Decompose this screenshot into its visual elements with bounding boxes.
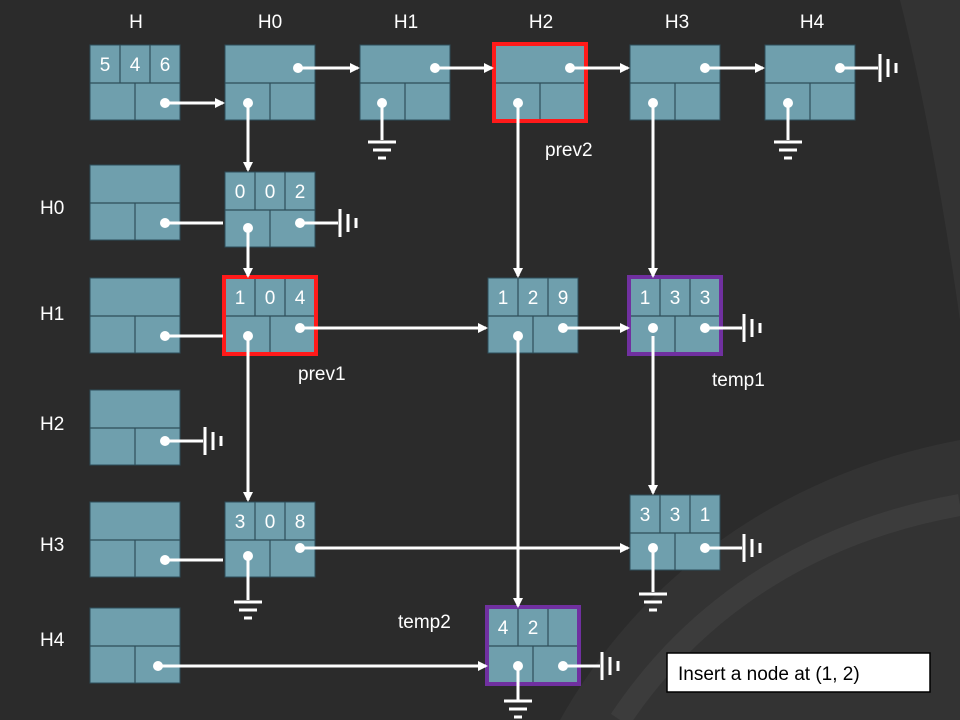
ground-symbol-icon bbox=[600, 652, 620, 680]
node-1-3-3: 1 3 3 bbox=[627, 275, 723, 356]
node-3-3-1-val: 1 bbox=[700, 505, 711, 526]
col-header-h0: H0 bbox=[258, 12, 282, 33]
head-node-value-0: 5 bbox=[100, 55, 111, 76]
node-0-0-2-val: 2 bbox=[295, 182, 306, 203]
head-node-value-2: 6 bbox=[160, 55, 171, 76]
prev2-highlight bbox=[492, 42, 588, 123]
node-1-3-3-col: 3 bbox=[670, 288, 681, 309]
row-head-node-h4 bbox=[89, 607, 181, 684]
node-1-3-3-val: 3 bbox=[700, 288, 711, 309]
temp1-highlight bbox=[627, 275, 723, 356]
ground-symbol-icon bbox=[639, 592, 667, 612]
ground-symbol-icon bbox=[742, 534, 762, 562]
ground-symbol-icon bbox=[774, 140, 802, 160]
col-head-node-h4 bbox=[764, 44, 856, 121]
caption-text: Insert a node at (1, 2) bbox=[678, 664, 860, 685]
node-1-2-9-row: 1 bbox=[498, 288, 509, 309]
node-0-0-2-row: 0 bbox=[235, 182, 246, 203]
row-head-node-h1 bbox=[89, 277, 181, 354]
pointer-arrows bbox=[158, 63, 878, 700]
ground-symbol-icon bbox=[504, 699, 532, 719]
column-headers: H H0 H1 H2 H3 H4 bbox=[129, 12, 824, 33]
ground-symbol-icon bbox=[742, 314, 762, 342]
row-headers: H0 H1 H2 H3 H4 bbox=[40, 198, 65, 651]
node-1-2-9: 1 2 9 bbox=[487, 277, 579, 354]
col-header-h2: H2 bbox=[529, 12, 553, 33]
ground-symbol-icon bbox=[338, 209, 358, 237]
node-1-0-4-val: 4 bbox=[295, 288, 306, 309]
ground-symbol-icon bbox=[234, 600, 262, 620]
temp2-highlight bbox=[485, 605, 581, 686]
col-header-h: H bbox=[129, 12, 143, 33]
label-temp1: temp1 bbox=[712, 370, 765, 391]
col-header-h1: H1 bbox=[394, 12, 418, 33]
node-3-3-1-row: 3 bbox=[640, 505, 651, 526]
node-3-0-8-col: 0 bbox=[265, 512, 276, 533]
label-temp2: temp2 bbox=[398, 612, 451, 633]
row-header-h1: H1 bbox=[40, 304, 64, 325]
col-head-node-h1 bbox=[359, 44, 451, 121]
node-4-2: 4 2 bbox=[485, 605, 581, 686]
node-1-0-4: 1 0 4 bbox=[222, 275, 318, 356]
node-0-0-2: 0 0 2 bbox=[224, 171, 316, 248]
label-prev1: prev1 bbox=[298, 364, 346, 385]
row-header-h4: H4 bbox=[40, 630, 65, 651]
row-head-node-h0 bbox=[89, 164, 181, 241]
node-4-2-row: 4 bbox=[498, 618, 509, 639]
ground-symbols-right bbox=[203, 54, 898, 680]
prev1-highlight bbox=[222, 275, 318, 356]
col-header-h3: H3 bbox=[665, 12, 689, 33]
node-1-2-9-val: 9 bbox=[558, 288, 569, 309]
col-head-node-h2 bbox=[492, 42, 588, 123]
node-1-0-4-row: 1 bbox=[235, 288, 246, 309]
node-1-0-4-col: 0 bbox=[265, 288, 276, 309]
col-head-node-h3 bbox=[629, 44, 721, 121]
row-head-node-h2 bbox=[89, 389, 181, 466]
row-header-h3: H3 bbox=[40, 535, 64, 556]
head-node-value-1: 4 bbox=[130, 55, 141, 76]
row-header-h2: H2 bbox=[40, 414, 64, 435]
caption-box: Insert a node at (1, 2) bbox=[666, 652, 931, 693]
row-head-node-h3 bbox=[89, 501, 181, 578]
ground-symbols-down bbox=[234, 140, 802, 719]
ground-symbol-icon bbox=[203, 427, 223, 455]
col-header-h4: H4 bbox=[800, 12, 825, 33]
ground-symbol-icon bbox=[878, 54, 898, 82]
node-4-2-col: 2 bbox=[528, 618, 539, 639]
background-decoration bbox=[560, 0, 960, 720]
node-3-3-1: 3 3 1 bbox=[629, 494, 721, 571]
node-3-3-1-col: 3 bbox=[670, 505, 681, 526]
ground-symbol-icon bbox=[368, 140, 396, 160]
row-header-h0: H0 bbox=[40, 198, 64, 219]
head-node: 5 4 6 bbox=[89, 44, 181, 121]
pointer-labels: prev2 prev1 temp1 temp2 bbox=[298, 140, 765, 633]
node-3-0-8-row: 3 bbox=[235, 512, 246, 533]
node-0-0-2-col: 0 bbox=[265, 182, 276, 203]
node-1-3-3-row: 1 bbox=[640, 288, 651, 309]
node-3-0-8-val: 8 bbox=[295, 512, 306, 533]
node-3-0-8: 3 0 8 bbox=[224, 501, 316, 578]
label-prev2: prev2 bbox=[545, 140, 593, 161]
pointer-dots bbox=[153, 63, 845, 671]
node-1-2-9-col: 2 bbox=[528, 288, 539, 309]
col-head-node-h0 bbox=[224, 44, 316, 121]
